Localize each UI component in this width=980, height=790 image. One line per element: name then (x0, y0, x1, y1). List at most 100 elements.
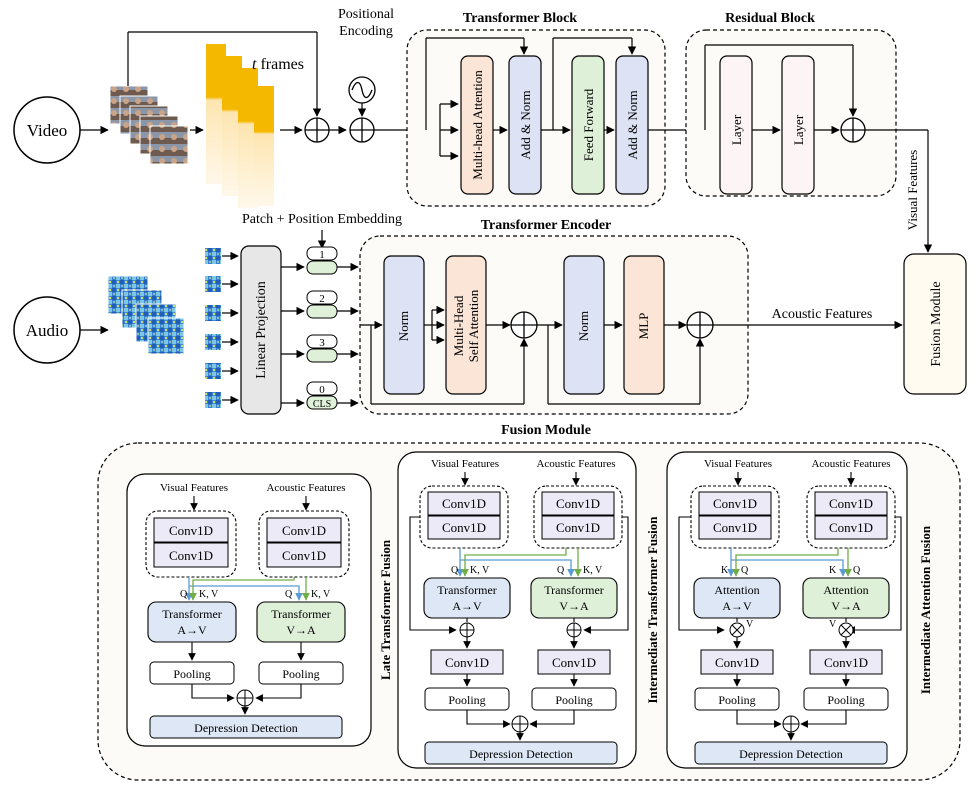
it-conv1d-visual-1 (427, 491, 501, 516)
intermediate-attention-fusion: Intermediate Attention Fusion Visual Fea… (666, 451, 933, 769)
svg-text:Conv1D: Conv1D (713, 520, 757, 535)
video-branch: Video t frames Posi (13, 7, 933, 253)
svg-text:A→V: A→V (452, 599, 482, 613)
svg-text:0: 0 (319, 384, 325, 396)
svg-text:Pooling: Pooling (718, 693, 755, 707)
t-frames-label: t frames (252, 56, 304, 73)
svg-text:Depression Detection: Depression Detection (469, 747, 573, 761)
svg-text:Conv1D: Conv1D (829, 520, 873, 535)
svg-text:Q: Q (741, 565, 749, 576)
ia-conv1d-acoustic-1 (814, 491, 888, 516)
ia-conv1d-visual-1 (698, 491, 772, 516)
ia-multiply-operator-left (729, 622, 745, 638)
late-conv1d-visual-2 (153, 542, 229, 568)
it-conv1d-acoustic-2 (541, 515, 615, 540)
token-cls: 0 CLS (306, 381, 338, 410)
ia-conv1d-acoustic-2 (814, 515, 888, 540)
svg-text:Q: Q (180, 589, 188, 600)
add-operator-3 (840, 117, 866, 143)
late-fusion-side-label: Late Transformer Fusion (378, 539, 393, 680)
add-norm-2-label: Add & Norm (625, 90, 640, 159)
fusion-module-title: Fusion Module (501, 423, 591, 438)
self-attention-label: Multi-Head (451, 295, 466, 356)
audio-label: Audio (26, 321, 69, 340)
svg-text:Acoustic Features: Acoustic Features (811, 458, 890, 470)
svg-text:Conv1D: Conv1D (824, 655, 868, 670)
acoustic-features-label: Acoustic Features (772, 307, 873, 322)
layer-2-box (781, 55, 815, 195)
mlp-label: MLP (636, 313, 651, 340)
svg-text:K, V: K, V (311, 589, 331, 600)
positional-encoding-label: Positional (338, 7, 394, 22)
video-frames-stack (109, 85, 189, 165)
svg-text:Pooling: Pooling (448, 693, 485, 707)
svg-text:3: 3 (319, 337, 325, 349)
feed-forward-box (571, 55, 605, 195)
video-label: Video (27, 121, 68, 140)
svg-text:Conv1D: Conv1D (556, 496, 600, 511)
late-conv1d-acoustic-1 (266, 517, 342, 543)
svg-text:Transformer: Transformer (271, 607, 331, 621)
svg-text:Conv1D: Conv1D (715, 655, 759, 670)
svg-text:K, V: K, V (199, 589, 219, 600)
svg-text:Acoustic Features: Acoustic Features (266, 482, 345, 494)
norm-2-label: Norm (576, 311, 591, 341)
svg-text:Transformer: Transformer (437, 583, 497, 597)
spectrogram-patches (205, 248, 221, 408)
intermediate-transformer-fusion: Intermediate Transformer Fusion Visual F… (397, 451, 660, 769)
svg-text:V: V (829, 619, 837, 630)
svg-text:1: 1 (319, 249, 325, 261)
add-norm-1-box (508, 55, 542, 195)
svg-text:Conv1D: Conv1D (445, 655, 489, 670)
svg-text:Conv1D: Conv1D (442, 520, 486, 535)
svg-text:Transformer: Transformer (162, 607, 222, 621)
intermediate-transformer-side-label: Intermediate Transformer Fusion (645, 516, 660, 704)
add-operator-2 (349, 117, 375, 143)
svg-text:Conv1D: Conv1D (713, 496, 757, 511)
layer-1-box (719, 55, 753, 195)
token-3: 3 (306, 334, 338, 363)
svg-text:Conv1D: Conv1D (552, 655, 596, 670)
svg-text:Visual Features: Visual Features (431, 458, 499, 470)
svg-text:Q: Q (285, 589, 293, 600)
fusion-module-box-label: Fusion Module (929, 281, 944, 366)
multi-head-attention-label: Multi-head Attention (470, 70, 485, 180)
ia-depression-detection (694, 741, 888, 765)
multi-head-attention-box (460, 55, 494, 195)
svg-text:Visual Features: Visual Features (160, 482, 228, 494)
svg-text:Conv1D: Conv1D (829, 496, 873, 511)
sine-wave-icon (348, 76, 376, 104)
svg-text:Pooling: Pooling (827, 693, 864, 707)
svg-text:K: K (721, 565, 729, 576)
svg-text:Conv1D: Conv1D (169, 523, 213, 538)
add-operator-4 (510, 311, 538, 339)
linear-projection-box (240, 245, 282, 415)
linear-projection-label: Linear Projection (254, 281, 269, 379)
svg-text:CLS: CLS (313, 399, 331, 410)
it-conv1d-acoustic-1 (541, 491, 615, 516)
svg-text:Transformer: Transformer (544, 583, 604, 597)
norm-1-label: Norm (396, 311, 411, 341)
ia-add-operator-final (782, 715, 800, 733)
feed-forward-label: Feed Forward (581, 88, 596, 161)
svg-text:Conv1D: Conv1D (282, 523, 326, 538)
svg-text:Pooling: Pooling (555, 693, 592, 707)
add-operator-1 (304, 117, 330, 143)
svg-text:Conv1D: Conv1D (556, 520, 600, 535)
it-depression-detection (424, 741, 618, 765)
audio-branch: Patch + Position Embedding Transformer E… (13, 212, 967, 415)
late-add-operator (236, 689, 254, 707)
svg-text:V→A: V→A (286, 623, 316, 637)
svg-text:Attention: Attention (714, 583, 759, 597)
fusion-module-box (903, 253, 967, 395)
ia-multiply-operator-right (838, 622, 854, 638)
late-conv1d-visual-1 (153, 517, 229, 543)
late-conv1d-acoustic-2 (266, 542, 342, 568)
svg-text:Q: Q (557, 565, 565, 576)
svg-text:A→V: A→V (722, 599, 752, 613)
ia-conv1d-visual-2 (698, 515, 772, 540)
svg-text:K, V: K, V (470, 565, 490, 576)
residual-block-title: Residual Block (725, 11, 815, 26)
svg-text:Acoustic Features: Acoustic Features (536, 458, 615, 470)
